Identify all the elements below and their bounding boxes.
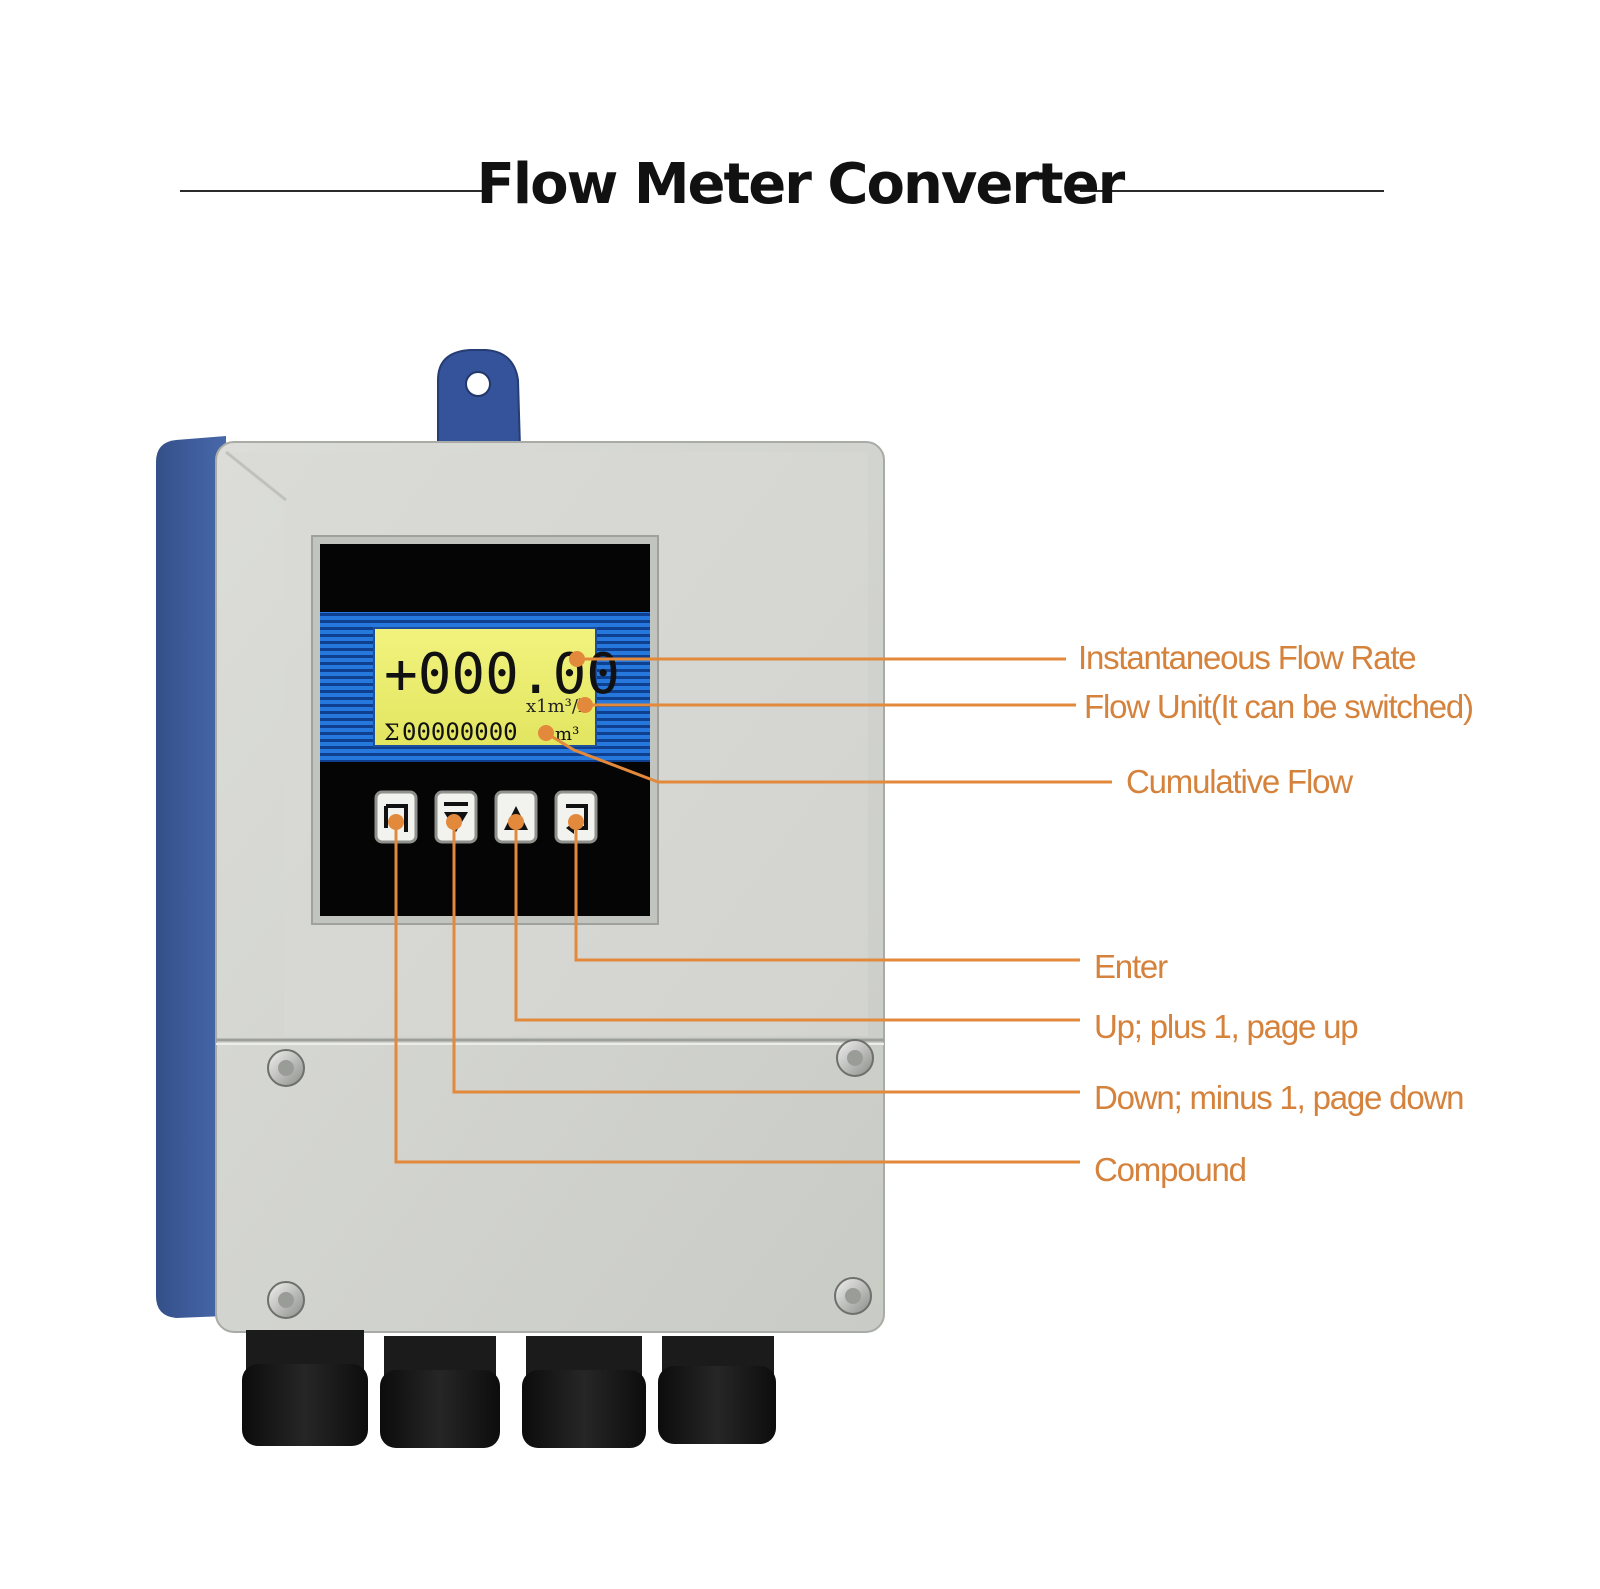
cable-gland	[242, 1330, 368, 1446]
cumulative-unit: m³	[555, 724, 579, 745]
callout-dot	[538, 725, 554, 741]
page-title: Flow Meter Converter	[476, 152, 1126, 217]
mounting-tab	[437, 349, 522, 449]
callout-compound: Compound	[1094, 1151, 1247, 1188]
screw-icon	[834, 1277, 872, 1315]
callout-flow-unit: Flow Unit(It can be switched)	[1084, 688, 1474, 725]
housing-side	[156, 436, 226, 1318]
callout-instantaneous-flow-rate: Instantaneous Flow Rate	[1078, 639, 1417, 676]
cable-gland	[522, 1336, 646, 1448]
leader-up	[514, 822, 1080, 1022]
housing-bevel-line	[225, 450, 287, 502]
callout-dot	[388, 814, 404, 830]
callout-enter: Enter	[1094, 948, 1168, 985]
leader-down	[452, 822, 1080, 1094]
leader-cumulative-flow	[545, 731, 1112, 784]
cable-gland	[658, 1336, 776, 1444]
callout-dot	[569, 651, 585, 667]
compound-key-icon	[384, 804, 408, 832]
screw-icon	[267, 1281, 305, 1319]
flow-unit-value: x1m³/h	[526, 696, 590, 717]
callout-dot	[568, 814, 584, 830]
callout-down: Down; minus 1, page down	[1094, 1079, 1464, 1116]
callout-dot	[446, 814, 462, 830]
cable-gland	[380, 1336, 500, 1448]
cumulative-prefix: Σ	[384, 721, 400, 746]
screw-icon	[836, 1039, 874, 1077]
mounting-hole	[465, 371, 491, 397]
lcd-screen	[373, 627, 597, 747]
leader-compound	[394, 822, 1080, 1164]
callout-dot	[508, 814, 524, 830]
callout-dot	[577, 697, 593, 713]
screw-icon	[267, 1049, 305, 1087]
callout-up: Up; plus 1, page up	[1094, 1008, 1359, 1045]
leader-enter	[574, 822, 1080, 962]
callout-cumulative-flow: Cumulative Flow	[1126, 763, 1353, 800]
cumulative-value: 00000000	[402, 718, 518, 746]
